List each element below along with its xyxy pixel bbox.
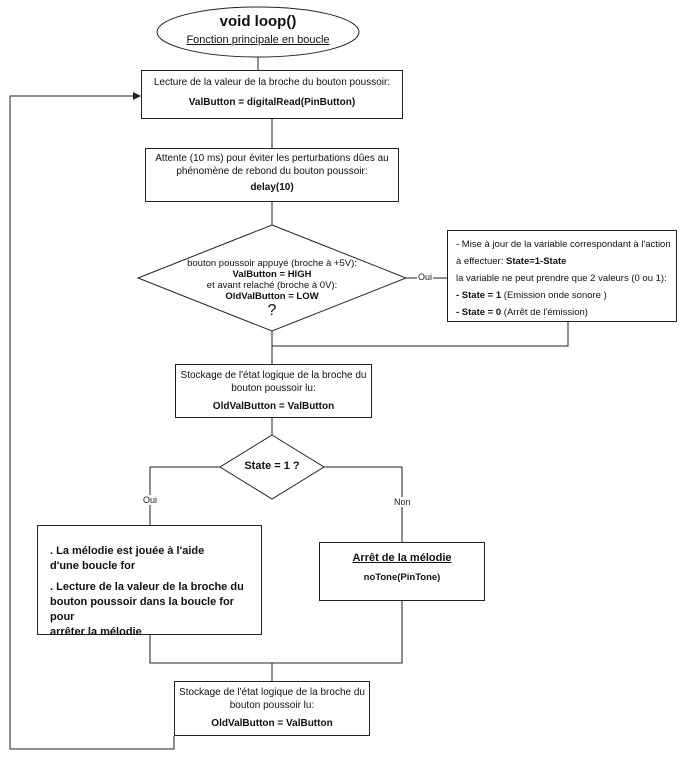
store1-line2: bouton poussoir lu: (231, 383, 316, 394)
label-non: Non (393, 497, 412, 507)
update-item2-code: - State = 0 (456, 307, 502, 318)
update-item2: - State = 0 (Arrêt de l'émission) (456, 304, 676, 321)
update-line1: - Mise à jour de la variable corresponda… (456, 239, 671, 250)
decision1-line2: et avant relaché (broche à 0V): (206, 280, 338, 291)
start-title: void loop() (219, 13, 297, 30)
decision2-text: State = 1 ? (244, 460, 300, 472)
label-oui-1: Oui (417, 272, 434, 282)
store-state-box-2: Stockage de l'état logique de la broche … (174, 681, 370, 736)
update-item1-code: - State = 1 (456, 290, 502, 301)
melody-line1: . La mélodie est jouée à l'aide (50, 545, 205, 557)
debounce-text-1: Attente (10 ms) pour éviter les perturba… (155, 153, 389, 164)
store2-line2: bouton poussoir lu: (229, 700, 315, 711)
update-line3: la variable ne peut prendre que 2 valeur… (456, 273, 667, 284)
update-line2-text: à effectuer: (456, 256, 506, 267)
store1-code: OldValButton = ValButton (212, 401, 335, 412)
decision1-line1: bouton poussoir appuyé (broche à +5V): (187, 258, 357, 269)
stop-melody-box: Arrêt de la mélodie noTone(PinTone) (319, 542, 485, 601)
store-state-box-1: Stockage de l'état logique de la broche … (175, 364, 372, 418)
melody-line3: . Lecture de la valeur de la broche du (50, 581, 244, 593)
connector-decision2-non (324, 466, 403, 542)
store1-line1: Stockage de l'état logique de la broche … (180, 370, 367, 381)
store2-line1: Stockage de l'état logique de la broche … (179, 687, 365, 698)
update-line2-code: State=1-State (506, 256, 567, 267)
update-item2-text: (Arrêt de l'émission) (501, 307, 588, 318)
debounce-box: Attente (10 ms) pour éviter les perturba… (145, 148, 399, 202)
read-button-text: Lecture de la valeur de la broche du bou… (153, 77, 391, 88)
update-line2: à effectuer: State=1-State (456, 253, 676, 270)
stop-title: Arrêt de la mélodie (352, 552, 452, 564)
connector-update-merge (272, 322, 569, 347)
melody-line4: bouton poussoir dans la boucle for pour (50, 596, 234, 623)
connector-melody-merge (149, 601, 403, 664)
update-item1: - State = 1 (Emission onde sonore ) (456, 287, 676, 304)
decision1-code1: ValButton = HIGH (232, 269, 312, 280)
melody-line2: d'une boucle for (50, 560, 136, 572)
decision1-text: bouton poussoir appuyé (broche à +5V): V… (172, 258, 372, 320)
melody-line5: arrêter la mélodie (50, 626, 142, 638)
read-button-code: ValButton = digitalRead(PinButton) (188, 97, 356, 108)
debounce-text-2: phénomène de rebond du bouton poussoir: (176, 166, 368, 177)
store2-code: OldValButton = ValButton (211, 718, 333, 729)
decision1-code2: OldValButton = LOW (225, 291, 319, 302)
update-state-box: - Mise à jour de la variable corresponda… (447, 230, 677, 322)
start-terminal: void loop() Fonction principale en boucl… (157, 8, 359, 56)
debounce-code: delay(10) (250, 182, 294, 193)
connector-loop-back (9, 92, 175, 750)
stop-code: noTone(PinTone) (363, 572, 441, 583)
connector-decision2-oui (149, 466, 220, 525)
update-item1-text: (Emission onde sonore ) (501, 290, 607, 301)
start-subtitle: Fonction principale en boucle (186, 34, 330, 46)
label-oui-2: Oui (142, 495, 159, 505)
decision1-question: ? (267, 302, 277, 319)
read-button-box: Lecture de la valeur de la broche du bou… (141, 70, 403, 119)
melody-box: . La mélodie est jouée à l'aide d'une bo… (37, 525, 262, 638)
decision2-diamond (219, 434, 325, 500)
